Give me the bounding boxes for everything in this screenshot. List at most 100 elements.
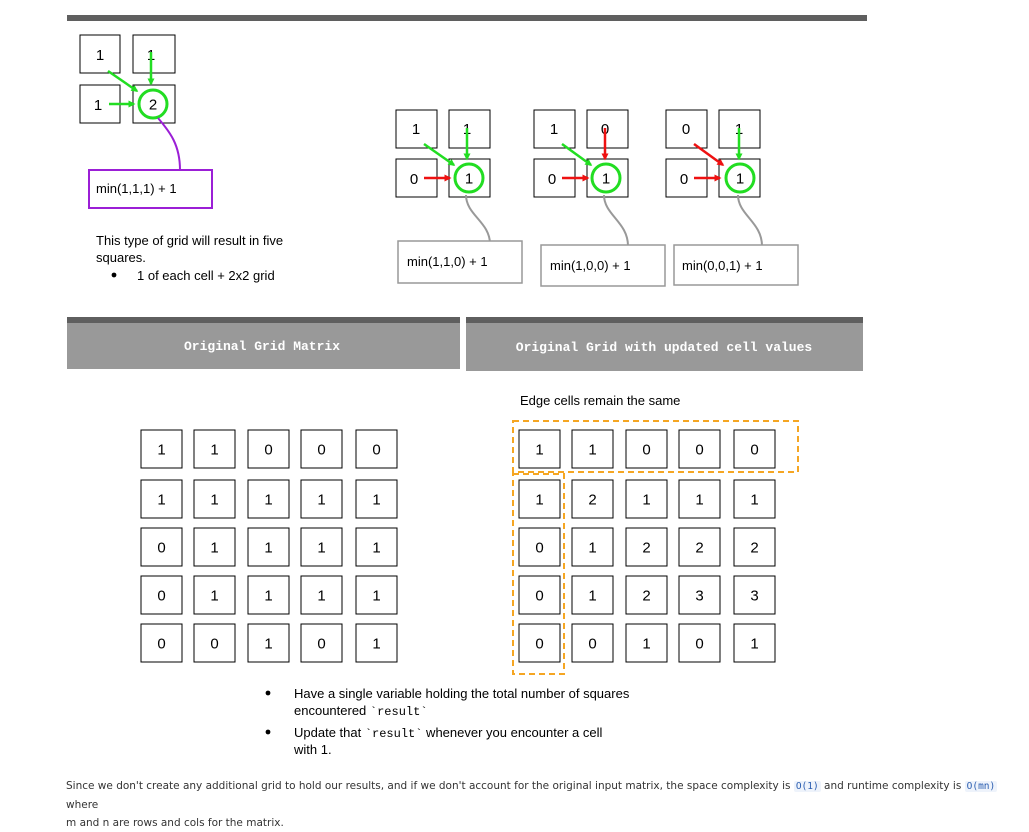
- formula-text: min(1,1,0) + 1: [407, 254, 488, 269]
- cell-value: 0: [157, 540, 165, 557]
- bullet-text: Update that `result` whenever you encoun…: [294, 725, 602, 741]
- cell-value: 1: [602, 171, 610, 188]
- result-circle: [453, 162, 485, 194]
- cell-value: 1: [736, 171, 744, 188]
- note-bullet: 1 of each cell + 2x2 grid: [137, 268, 275, 283]
- formula-text: min(1,0,0) + 1: [550, 258, 631, 273]
- note-line: This type of grid will result in five: [96, 233, 283, 248]
- cell-value: 1: [94, 97, 102, 114]
- grid-cell: [678, 479, 721, 519]
- cell-value: 2: [588, 492, 596, 509]
- cell-value: 0: [210, 636, 218, 653]
- grid-cell: [140, 575, 183, 615]
- grid-cell: [518, 623, 561, 663]
- green-arrow: [107, 69, 139, 93]
- formula-box: [540, 244, 666, 287]
- grid-cell: [733, 623, 776, 663]
- grid-cell: [140, 479, 183, 519]
- cell-value: 1: [372, 540, 380, 557]
- grid-cell: [678, 527, 721, 567]
- grid-cell: [571, 479, 614, 519]
- cell-value: 1: [210, 588, 218, 605]
- grid-cell: [395, 109, 438, 149]
- cell-value: 1: [264, 540, 272, 557]
- code-result: `result`: [365, 727, 423, 741]
- cell-value: 3: [750, 588, 758, 605]
- green-arrow: [423, 142, 456, 167]
- grid-cell: [355, 575, 398, 615]
- green-arrow: [561, 142, 593, 167]
- result-circle: [590, 162, 622, 194]
- cell-value: 1: [642, 492, 650, 509]
- cell-value: 1: [412, 121, 420, 138]
- grid-cell: [355, 527, 398, 567]
- cell-value: 1: [317, 492, 325, 509]
- cell-value: 0: [157, 636, 165, 653]
- grid-cell: [625, 623, 668, 663]
- grid-cell: [518, 575, 561, 615]
- grid-cell: [193, 429, 236, 469]
- cell-value: 1: [157, 492, 165, 509]
- cell-value: 2: [695, 540, 703, 557]
- cell-value: 1: [372, 636, 380, 653]
- edge-note: Edge cells remain the same: [520, 393, 680, 408]
- cell-value: 2: [149, 97, 157, 114]
- connector-line: [603, 194, 629, 247]
- grid-cell: [247, 527, 290, 567]
- grid-cell: [193, 527, 236, 567]
- bullet-dot: [265, 690, 271, 696]
- grid-cell: [571, 429, 614, 469]
- cell-value: 1: [96, 47, 104, 64]
- cell-value: 1: [264, 492, 272, 509]
- grid-cell: [733, 575, 776, 615]
- grid-cell: [733, 479, 776, 519]
- cell-value: 0: [535, 636, 543, 653]
- example-3: 0 1 0 1 min(0,0,1) + 1: [665, 109, 799, 286]
- grid-cell: [678, 623, 721, 663]
- formula-text: min(0,0,1) + 1: [682, 258, 763, 273]
- runtime-complexity: O(mn): [964, 781, 998, 792]
- cell-value: 1: [750, 492, 758, 509]
- cell-value: 1: [264, 588, 272, 605]
- grid-cell: [625, 479, 668, 519]
- code-result: `result`: [370, 705, 428, 719]
- cell-value: 1: [157, 442, 165, 459]
- grid-cell: [140, 429, 183, 469]
- grid-cell: [247, 429, 290, 469]
- grid-cell: [247, 575, 290, 615]
- cell-value: 1: [588, 588, 596, 605]
- cell-value: 1: [535, 492, 543, 509]
- footer-text: Since we don't create any additional gri…: [66, 780, 998, 829]
- grid-cell: [300, 429, 343, 469]
- grid-cell: [300, 479, 343, 519]
- cell-value: 0: [588, 636, 596, 653]
- cell-value: 2: [642, 588, 650, 605]
- cell-value: 0: [317, 442, 325, 459]
- grid-cell: [193, 479, 236, 519]
- grid-cell: [247, 479, 290, 519]
- grid-cell: [678, 575, 721, 615]
- grid-cell: [448, 109, 491, 149]
- grid-cell: [300, 623, 343, 663]
- cell-value: 0: [372, 442, 380, 459]
- grid-cell: [733, 527, 776, 567]
- cell-value: 1: [210, 492, 218, 509]
- cell-value: 0: [682, 121, 690, 138]
- bullet-text: with 1.: [293, 742, 332, 757]
- cell-value: 1: [588, 540, 596, 557]
- grid-cell: [247, 623, 290, 663]
- cell-value: 0: [410, 171, 418, 188]
- grid-cell: [140, 527, 183, 567]
- cell-value: 1: [372, 492, 380, 509]
- grid-cell: [300, 575, 343, 615]
- red-arrow: [693, 142, 725, 167]
- grid-cell: [140, 623, 183, 663]
- grid-cell: [571, 527, 614, 567]
- space-complexity: O(1): [793, 781, 821, 792]
- formula-box: [397, 240, 523, 284]
- cell-value: 1: [465, 171, 473, 188]
- grid-cell: [355, 479, 398, 519]
